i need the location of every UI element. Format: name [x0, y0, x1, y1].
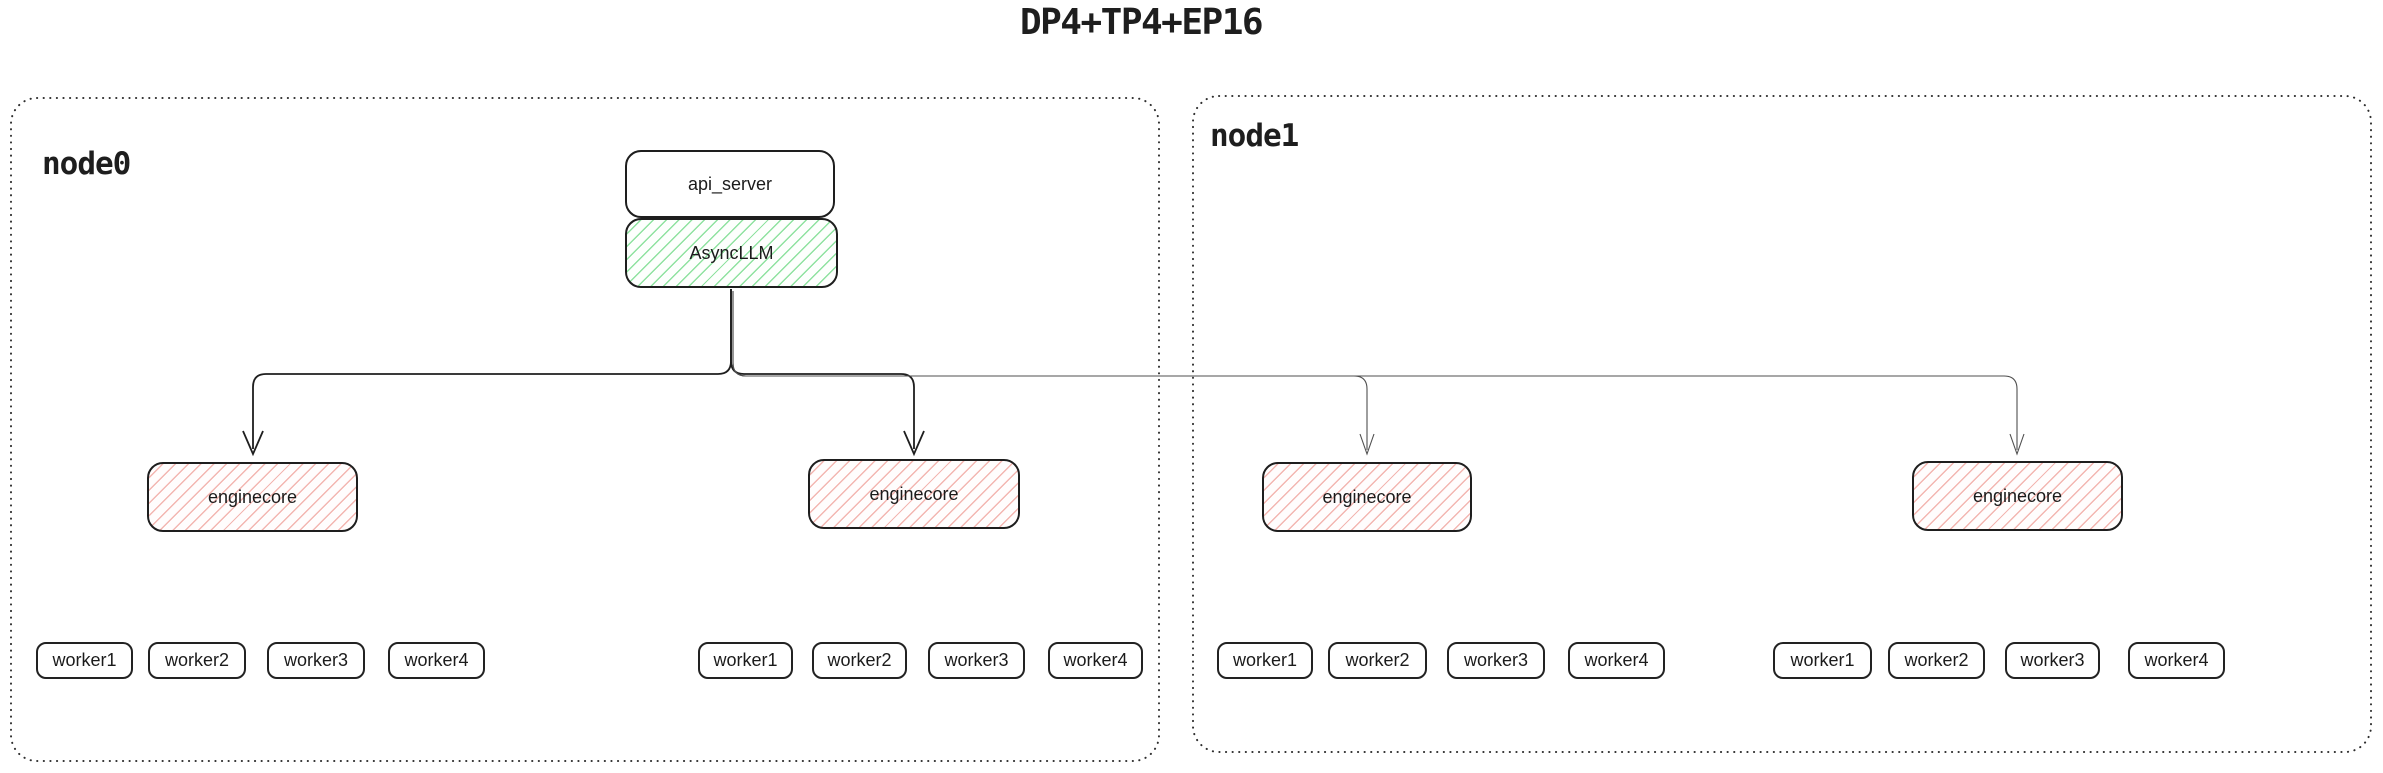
worker-box: worker3	[2005, 642, 2100, 679]
worker-box: worker3	[1447, 642, 1545, 679]
asyncllm-box: AsyncLLM	[625, 218, 838, 288]
worker-box: worker4	[1048, 642, 1143, 679]
worker-box: worker1	[698, 642, 793, 679]
node0-label: node0	[42, 146, 131, 182]
node1-label: node1	[1210, 118, 1299, 154]
arrow-asyncllm-to-enginecore3	[732, 291, 1375, 456]
worker-box: worker4	[388, 642, 485, 679]
enginecore-box-3: enginecore	[1262, 462, 1472, 532]
worker-box: worker1	[1773, 642, 1872, 679]
api-server-box: api_server	[625, 150, 835, 218]
node0-border	[10, 97, 1160, 762]
worker-box: worker2	[812, 642, 907, 679]
worker-box: worker4	[2128, 642, 2225, 679]
worker-box: worker2	[1328, 642, 1427, 679]
worker-box: worker4	[1568, 642, 1665, 679]
worker-box: worker1	[1217, 642, 1313, 679]
node1-border	[1192, 95, 2372, 753]
worker-box: worker2	[1888, 642, 1985, 679]
diagram-title: DP4+TP4+EP16	[1019, 2, 1264, 43]
enginecore-box-1: enginecore	[147, 462, 358, 532]
enginecore-box-2: enginecore	[808, 459, 1020, 529]
arrow-asyncllm-to-enginecore2	[730, 289, 925, 457]
worker-box: worker2	[148, 642, 246, 679]
worker-box: worker1	[36, 642, 133, 679]
arrow-asyncllm-to-enginecore1	[242, 289, 732, 457]
arrow-asyncllm-to-enginecore4	[732, 291, 2025, 456]
worker-box: worker3	[267, 642, 365, 679]
enginecore-box-4: enginecore	[1912, 461, 2123, 531]
worker-box: worker3	[928, 642, 1025, 679]
